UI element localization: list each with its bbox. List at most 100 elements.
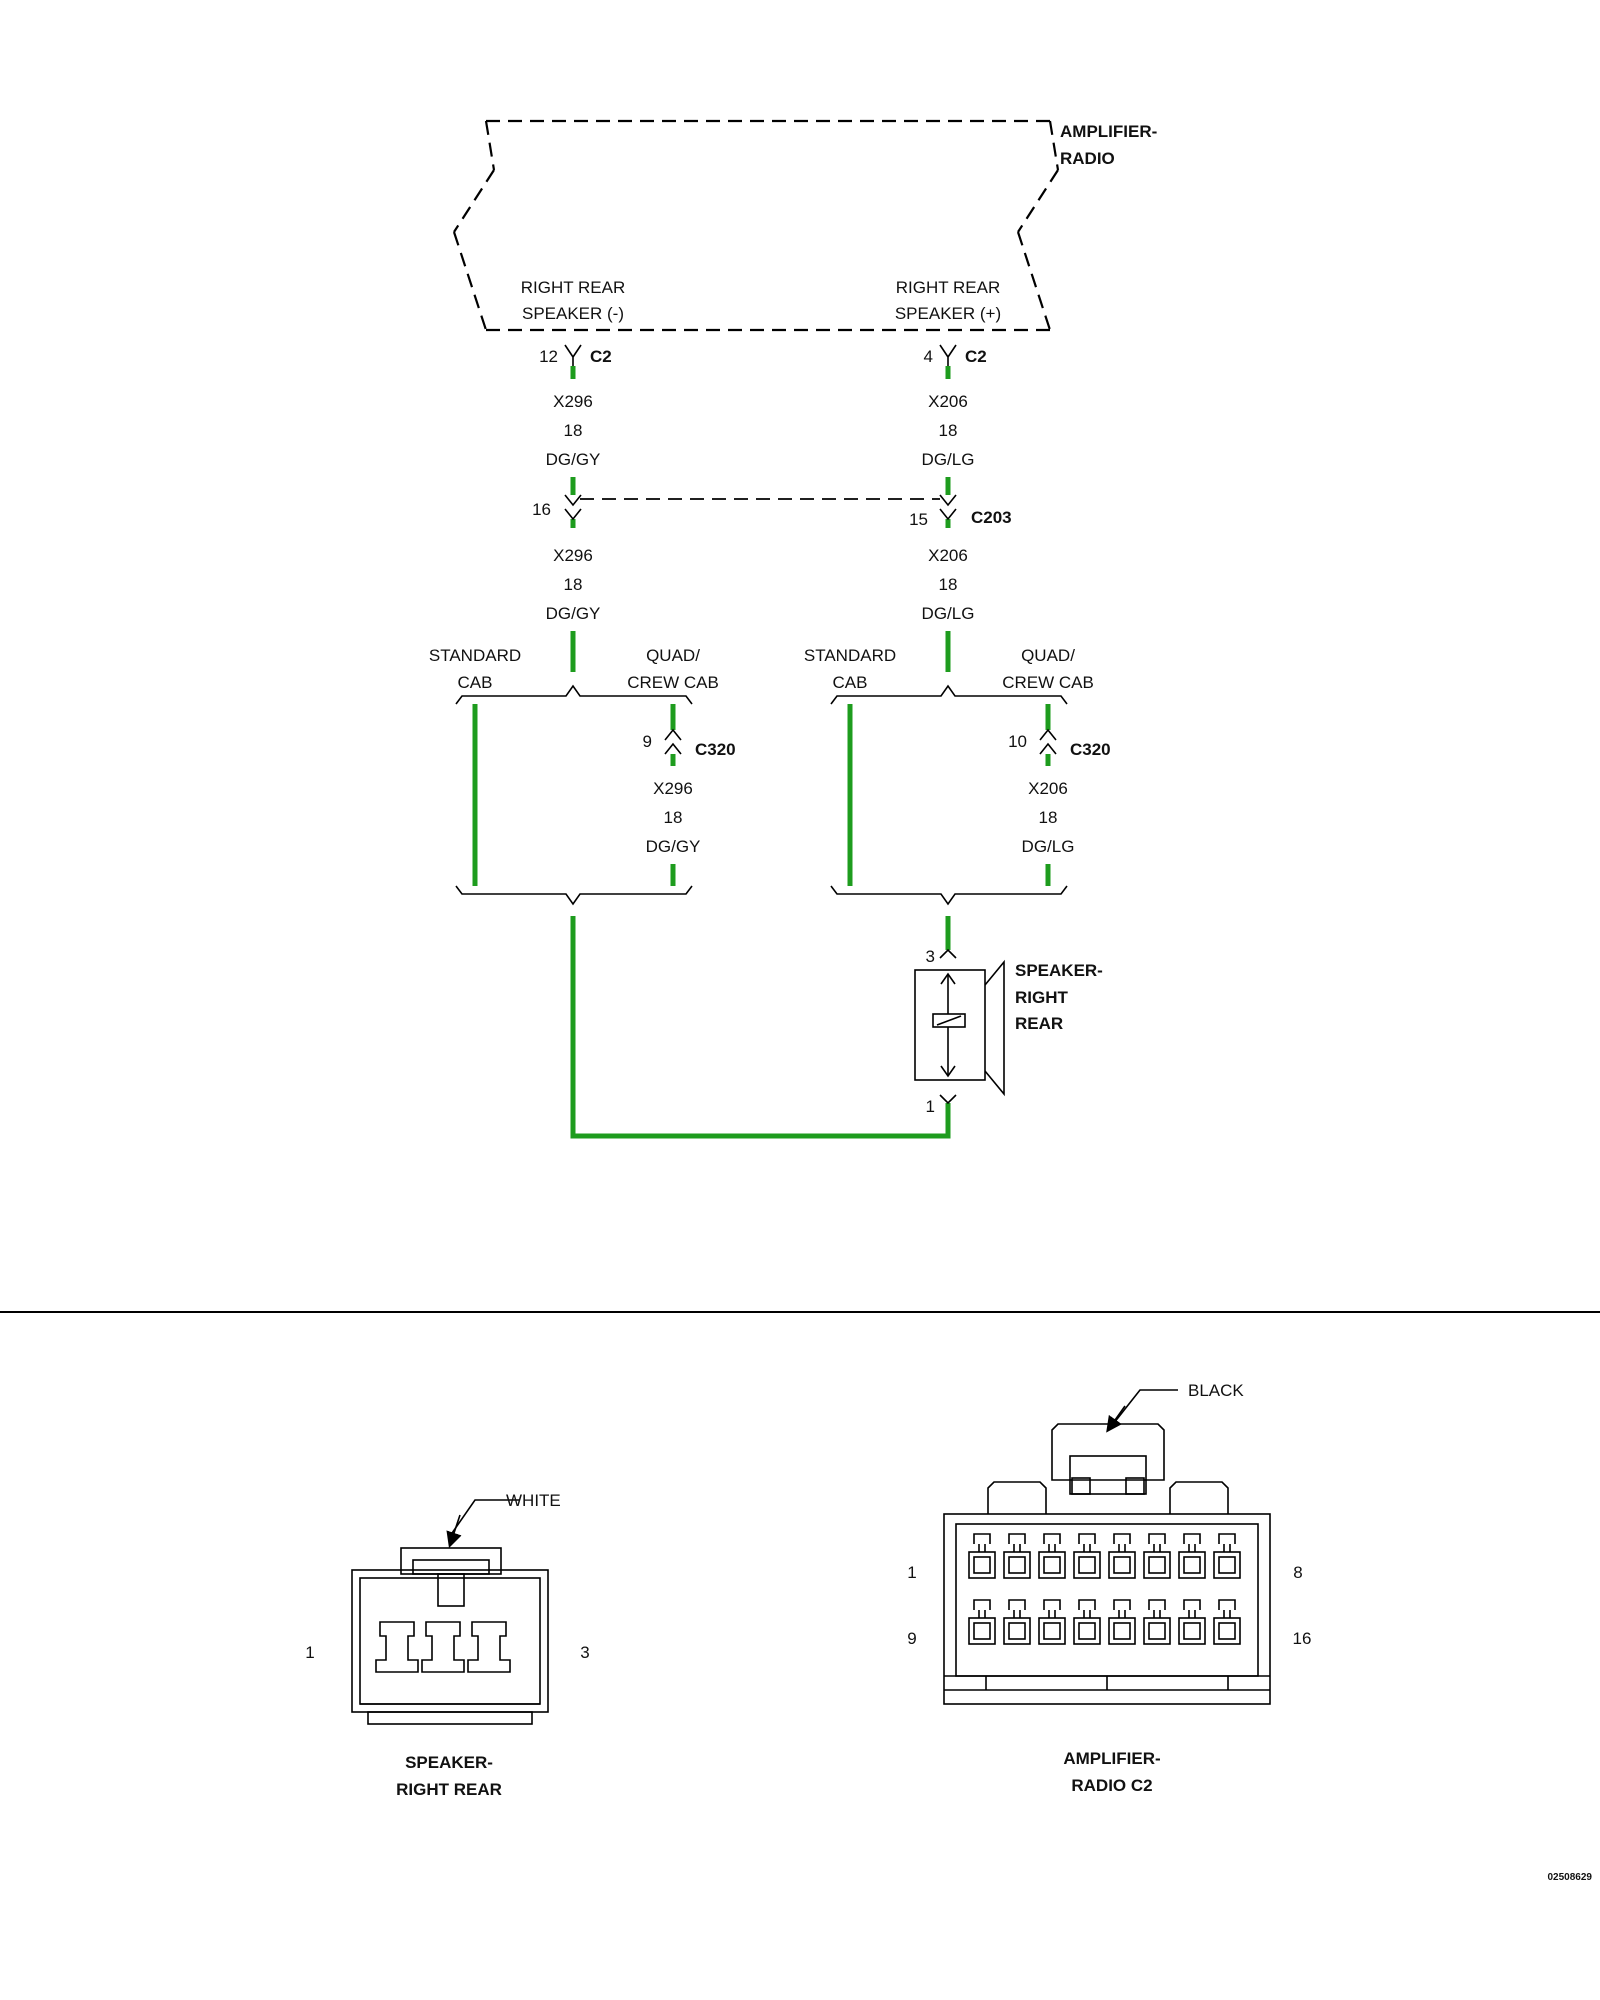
amp-cavity-inner-8 [1218,1556,1236,1574]
amp-connector-pin-top-left: 1 [907,1563,916,1582]
left-branch-left-line1: STANDARD [429,646,521,665]
left-seg3-circuit: X296 [653,779,693,798]
speaker-pin-top: 3 [926,947,935,966]
spk-conn-white-arrow [446,1514,462,1549]
right-branch-right-line2: CREW CAB [1002,673,1094,692]
speaker-name-line2: RIGHT [1015,988,1069,1007]
amp-conn-black-arrow [1106,1405,1126,1433]
amp-cavity-4 [1073,1551,1101,1579]
amplifier-c2-connector-face: BLACK 1 8 9 16 AMPLIFIER- RADIO C2 [907,1381,1311,1795]
amp-connector-pin-bottom-left: 9 [907,1629,916,1648]
amp-cavity-inner-13 [1113,1622,1131,1640]
right-bottom-brace [830,885,1068,906]
wire-speaker-return-edge [570,916,951,1139]
amp-cavity-latch-14 [1148,1599,1166,1618]
left-seg1-gauge: 18 [564,421,583,440]
left-c320-name: C320 [695,740,736,759]
amp-cavity-inner-9 [973,1622,991,1640]
c2-left-connector-symbol [564,344,582,366]
amp-connector-color: BLACK [1188,1381,1244,1400]
wire-speaker-return [570,916,951,1139]
speaker-name-line1: SPEAKER- [1015,961,1103,980]
left-seg2-color: DG/GY [546,604,601,623]
amp-cavity-latch-11 [1043,1599,1061,1618]
amplifier-left-label-line1: RIGHT REAR [521,278,626,297]
amp-cavity-inner-5 [1113,1556,1131,1574]
speaker-body [914,969,986,1081]
amp-connector-name-line1: AMPLIFIER- [1063,1749,1160,1768]
amplifier-name-line2: RADIO [1060,149,1115,168]
right-c203-pin: 15 [909,510,928,529]
speaker-cavity-1 [375,1621,419,1673]
left-c320-pin: 9 [643,732,652,751]
speaker-internal-arrow-bottom [940,1065,956,1078]
amplifier-connector-cavities [968,1533,1241,1645]
amp-cavity-latch-2 [1008,1533,1026,1552]
speaker-connector-name-line2: RIGHT REAR [396,1780,502,1799]
right-seg3-gauge: 18 [1039,808,1058,827]
speaker-connector-color: WHITE [506,1491,561,1510]
right-seg3-circuit: X206 [1028,779,1068,798]
amp-cavity-inner-1 [973,1556,991,1574]
amp-conn-right-ear [1169,1481,1229,1514]
right-seg2-circuit: X206 [928,546,968,565]
amp-cavity-15 [1178,1617,1206,1645]
right-circuit-labels: 4 C2 X206 18 DG/LG 15 C203 X206 18 DG/LG… [804,347,1111,856]
amp-cavity-10 [1003,1617,1031,1645]
amplifier-name-line1: AMPLIFIER- [1060,122,1157,141]
right-branch-right-line1: QUAD/ [1021,646,1075,665]
left-circuit-labels: 12 C2 X296 18 DG/GY 16 X296 18 DG/GY STA… [429,347,736,856]
amp-cavity-latch-3 [1043,1533,1061,1552]
right-top-brace [830,684,1068,705]
left-seg1-color: DG/GY [546,450,601,469]
amp-connector-pin-top-right: 8 [1293,1563,1302,1582]
speaker-connector-cavities [375,1621,511,1673]
left-c203-pin: 16 [532,500,551,519]
c2-right-connector-symbol [939,344,957,366]
left-branch-right-line1: QUAD/ [646,646,700,665]
amp-cavity-latch-4 [1078,1533,1096,1552]
spk-conn-tab-inner [412,1559,490,1575]
left-seg3-gauge: 18 [664,808,683,827]
amp-cavity-latch-12 [1078,1599,1096,1618]
amp-cavity-7 [1178,1551,1206,1579]
left-seg2-gauge: 18 [564,575,583,594]
amp-cavity-latch-13 [1113,1599,1131,1618]
amp-conn-inner [955,1523,1259,1677]
connector-symbols [564,344,1057,1105]
figure-id: 02508629 [1548,1872,1593,1883]
right-seg1-color: DG/LG [922,450,975,469]
right-seg2-color: DG/LG [922,604,975,623]
amp-cavity-inner-2 [1008,1556,1026,1574]
amp-cavity-latch-1 [973,1533,991,1552]
left-top-brace [455,684,693,705]
spk-conn-base [367,1711,533,1725]
right-seg1-gauge: 18 [939,421,958,440]
amp-cavity-latch-10 [1008,1599,1026,1618]
speaker-pin1-symbol [939,1094,957,1105]
amp-cavity-2 [1003,1551,1031,1579]
speaker-pin3-symbol [939,948,957,959]
amplifier-right-label-line1: RIGHT REAR [896,278,1001,297]
right-seg2-gauge: 18 [939,575,958,594]
right-c320-pin: 10 [1008,732,1027,751]
amp-connector-pin-bottom-right: 16 [1293,1629,1312,1648]
left-c2-pin: 12 [539,347,558,366]
amp-cavity-16 [1213,1617,1241,1645]
amplifier-radio-module: AMPLIFIER- RADIO RIGHT REAR SPEAKER (-) … [452,119,1157,332]
amp-conn-lock-inner [1069,1455,1147,1495]
speaker-coil-slash [936,1015,962,1026]
right-seg3-color: DG/LG [1022,837,1075,856]
right-c203-name: C203 [971,508,1012,527]
amplifier-left-label-line2: SPEAKER (-) [522,304,624,323]
speaker-connector-pin-left: 1 [305,1643,314,1662]
right-c320-name: C320 [1070,740,1111,759]
amp-conn-black-leader [1109,1389,1178,1429]
amp-cavity-6 [1143,1551,1171,1579]
left-branch-right-line2: CREW CAB [627,673,719,692]
amplifier-right-label-line2: SPEAKER (+) [895,304,1001,323]
amp-connector-name-line2: RADIO C2 [1071,1776,1152,1795]
speaker-internal-arrow-top [940,972,956,985]
amp-cavity-inner-16 [1218,1622,1236,1640]
